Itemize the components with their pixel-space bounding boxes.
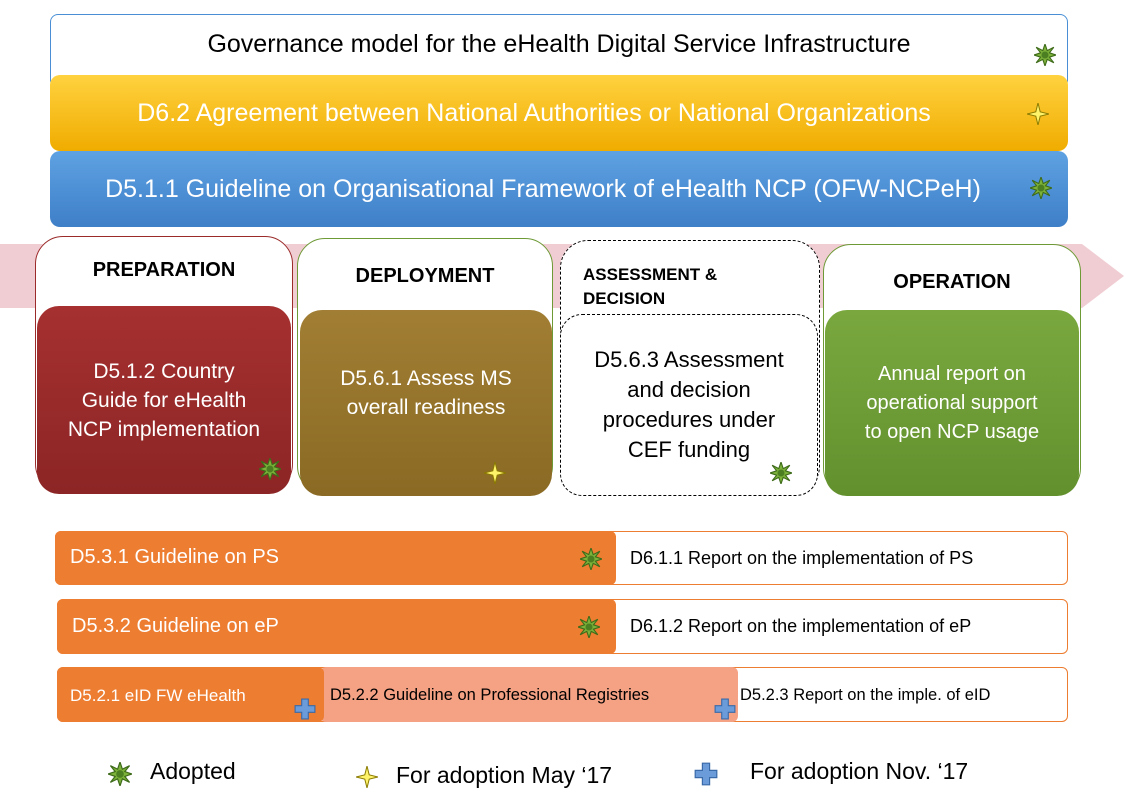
cross-icon	[694, 762, 718, 786]
phase-title: DEPLOYMENT	[355, 264, 495, 287]
four-point-star-icon	[356, 766, 378, 788]
deliverable-text: D5.6.3 Assessment and decision procedure…	[594, 347, 784, 462]
cross-icon	[294, 698, 316, 720]
bar-row-eid: D5.2.1 eID FW eHealth D5.2.2 Guideline o…	[57, 667, 1068, 722]
cross-icon	[714, 698, 736, 720]
phase-title: PREPARATION	[92, 258, 236, 281]
bar-fill-d5-2-2	[320, 667, 738, 722]
bar-fill-d5-3-2	[57, 599, 616, 654]
bar-label-d5-2-2: D5.2.2 Guideline on Professional Registr…	[330, 686, 650, 704]
bar-label-d6-1-1: D6.1.1 Report on the implementation of P…	[630, 548, 974, 568]
adopted-icon	[770, 462, 792, 484]
deliverable-d5-6-3: D5.6.3 Assessment and decision procedure…	[560, 314, 818, 496]
adopted-icon	[578, 616, 600, 638]
bar-row-ep: D5.3.2 Guideline on eP D6.1.2 Report on …	[57, 599, 1068, 654]
bar-label-d5-2-3: D5.2.3 Report on the imple. of eID	[740, 686, 991, 704]
d5-1-1-banner: D5.1.1 Guideline on Organisational Frame…	[50, 151, 1068, 227]
legend-nov-17: For adoption Nov. ‘17	[750, 758, 969, 784]
deliverable-annual-report: Annual report on operational support to …	[825, 310, 1079, 496]
governance-banner-text: Governance model for the eHealth Digital…	[207, 29, 911, 58]
deliverable-text: D5.1.2 Country Guide for eHealth NCP imp…	[67, 359, 261, 441]
legend-adopted: Adopted	[150, 758, 236, 784]
legend-may-17: For adoption May ‘17	[396, 762, 613, 788]
adopted-icon	[108, 762, 132, 786]
d5-1-1-banner-text: D5.1.1 Guideline on Organisational Frame…	[105, 174, 981, 203]
phase-title: OPERATION	[893, 270, 1011, 293]
bar-label-d6-1-2: D6.1.2 Report on the implementation of e…	[630, 616, 972, 636]
d6-2-banner-text: D6.2 Agreement between National Authorit…	[137, 98, 931, 127]
bar-label-d5-2-1: D5.2.1 eID FW eHealth	[70, 686, 246, 705]
deliverable-d5-1-2: D5.1.2 Country Guide for eHealth NCP imp…	[37, 306, 291, 494]
adopted-icon	[1030, 177, 1052, 199]
adopted-icon	[580, 548, 602, 570]
legend: Adopted For adoption May ‘17 For adoptio…	[100, 756, 1060, 790]
adopted-icon	[259, 458, 281, 480]
phase-title: ASSESSMENT & DECISION	[583, 265, 718, 308]
bar-fill-d5-3-1	[55, 531, 616, 585]
deliverable-text: Annual report on operational support to …	[864, 362, 1040, 443]
deliverable-text: D5.6.1 Assess MS overall readiness	[340, 367, 512, 419]
four-point-star-icon	[1027, 103, 1049, 125]
d6-2-banner: D6.2 Agreement between National Authorit…	[50, 75, 1068, 151]
adopted-icon	[1034, 44, 1056, 66]
bar-fill-d5-2-1	[57, 667, 324, 722]
bar-label-d5-3-2: D5.3.2 Guideline on eP	[72, 615, 279, 637]
four-point-star-icon	[484, 462, 506, 484]
bar-label-d5-3-1: D5.3.1 Guideline on PS	[70, 546, 280, 568]
bar-row-ps: D5.3.1 Guideline on PS D6.1.1 Report on …	[55, 531, 1068, 585]
deliverable-d5-6-1: D5.6.1 Assess MS overall readiness	[300, 310, 552, 496]
